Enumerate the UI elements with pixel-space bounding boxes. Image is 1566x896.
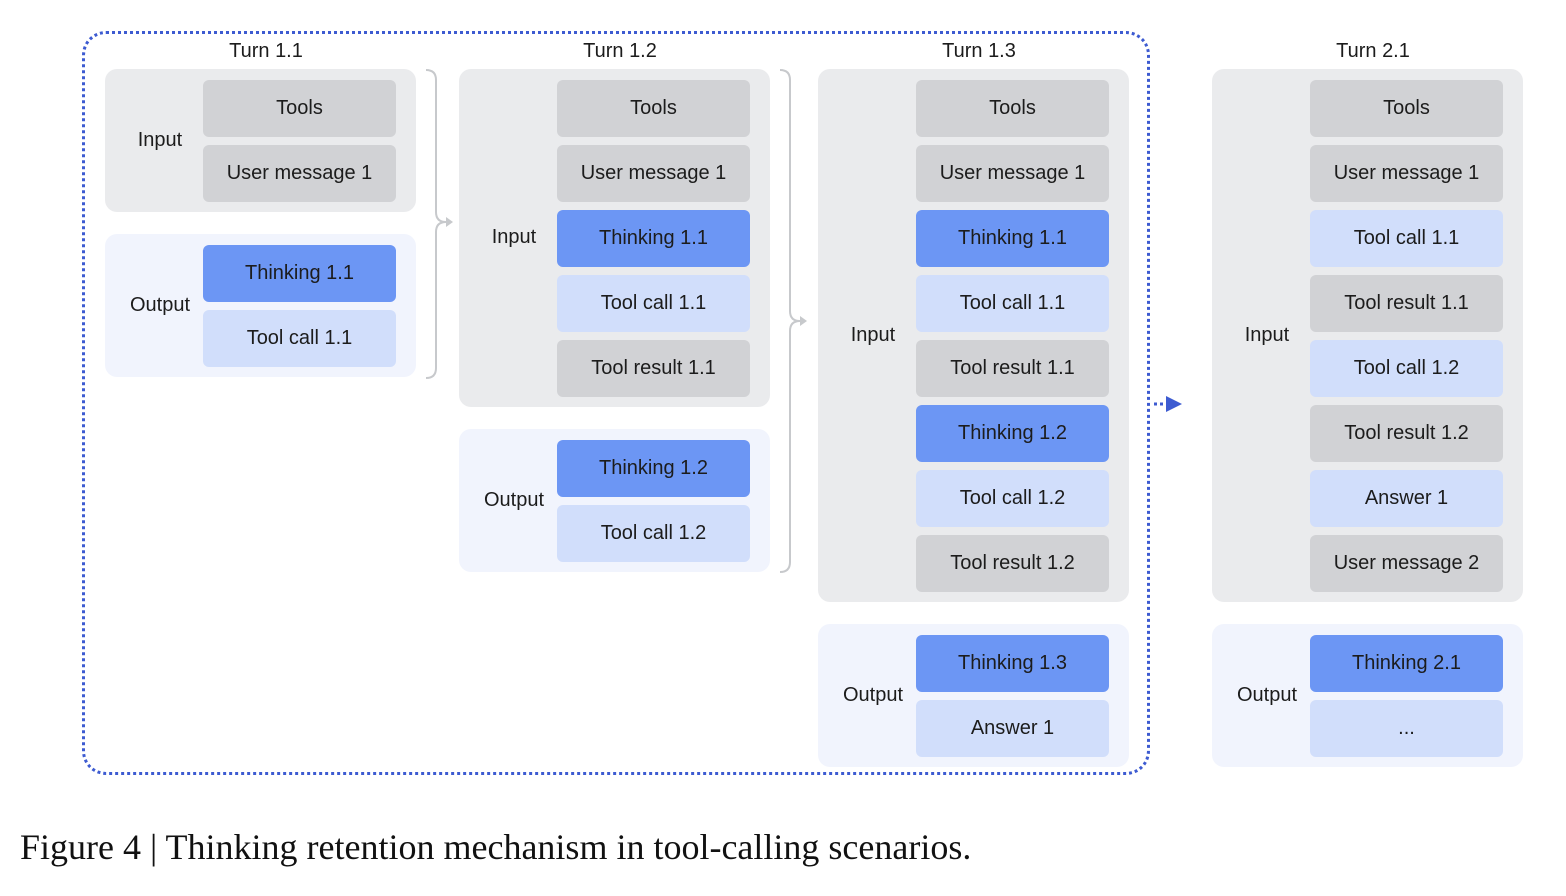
message-block: User message 2 <box>1310 535 1503 592</box>
message-block: Thinking 1.1 <box>203 245 396 302</box>
input-label: Input <box>491 226 537 248</box>
message-block: Tool result 1.1 <box>557 340 750 397</box>
turn-title: Turn 1.3 <box>942 40 1016 62</box>
message-block: Tool result 1.1 <box>1310 275 1503 332</box>
message-block: Thinking 1.1 <box>916 210 1109 267</box>
message-block: Tool call 1.2 <box>916 470 1109 527</box>
arrowhead-turn-1-2 <box>800 316 807 326</box>
output-label: Output <box>129 293 191 316</box>
message-block: Tools <box>203 80 396 137</box>
message-block: Tool call 1.1 <box>203 310 396 367</box>
message-block: Tool call 1.2 <box>1310 340 1503 397</box>
message-block: User message 1 <box>916 145 1109 202</box>
message-block: Thinking 1.2 <box>557 440 750 497</box>
output-label: Output <box>483 488 545 511</box>
figure-caption: Figure 4 | Thinking retention mechanism … <box>20 827 972 867</box>
output-label: Output <box>842 683 904 706</box>
message-block: Tools <box>557 80 750 137</box>
arrowhead-to-turn-2-1 <box>1166 396 1182 412</box>
input-label: Input <box>1244 323 1290 346</box>
turn-1-group-boundary <box>82 31 1150 775</box>
input-label: Input <box>850 323 896 346</box>
message-block: Tool call 1.1 <box>557 275 750 332</box>
turn-title: Turn 1.2 <box>583 40 657 62</box>
message-block: User message 1 <box>203 145 396 202</box>
message-block: Tool call 1.2 <box>557 505 750 562</box>
bracket-turn-1-2 <box>779 69 801 573</box>
turn-title: Turn 2.1 <box>1336 40 1410 62</box>
message-block: User message 1 <box>557 145 750 202</box>
turn-title: Turn 1.1 <box>229 40 303 62</box>
message-block: Tools <box>916 80 1109 137</box>
message-block: ... <box>1310 700 1503 757</box>
input-label: Input <box>137 128 183 151</box>
message-block: Tool result 1.2 <box>1310 405 1503 462</box>
message-block: Thinking 1.1 <box>557 210 750 267</box>
output-label: Output <box>1236 683 1298 706</box>
message-block: Thinking 1.3 <box>916 635 1109 692</box>
message-block: Tool result 1.2 <box>916 535 1109 592</box>
message-block: Tool result 1.1 <box>916 340 1109 397</box>
bracket-turn-1-1 <box>425 69 447 379</box>
message-block: Thinking 2.1 <box>1310 635 1503 692</box>
message-block: User message 1 <box>1310 145 1503 202</box>
arrowhead-turn-1-1 <box>446 217 453 227</box>
message-block: Answer 1 <box>1310 470 1503 527</box>
message-block: Thinking 1.2 <box>916 405 1109 462</box>
message-block: Tool call 1.1 <box>916 275 1109 332</box>
message-block: Answer 1 <box>916 700 1109 757</box>
message-block: Tool call 1.1 <box>1310 210 1503 267</box>
message-block: Tools <box>1310 80 1503 137</box>
